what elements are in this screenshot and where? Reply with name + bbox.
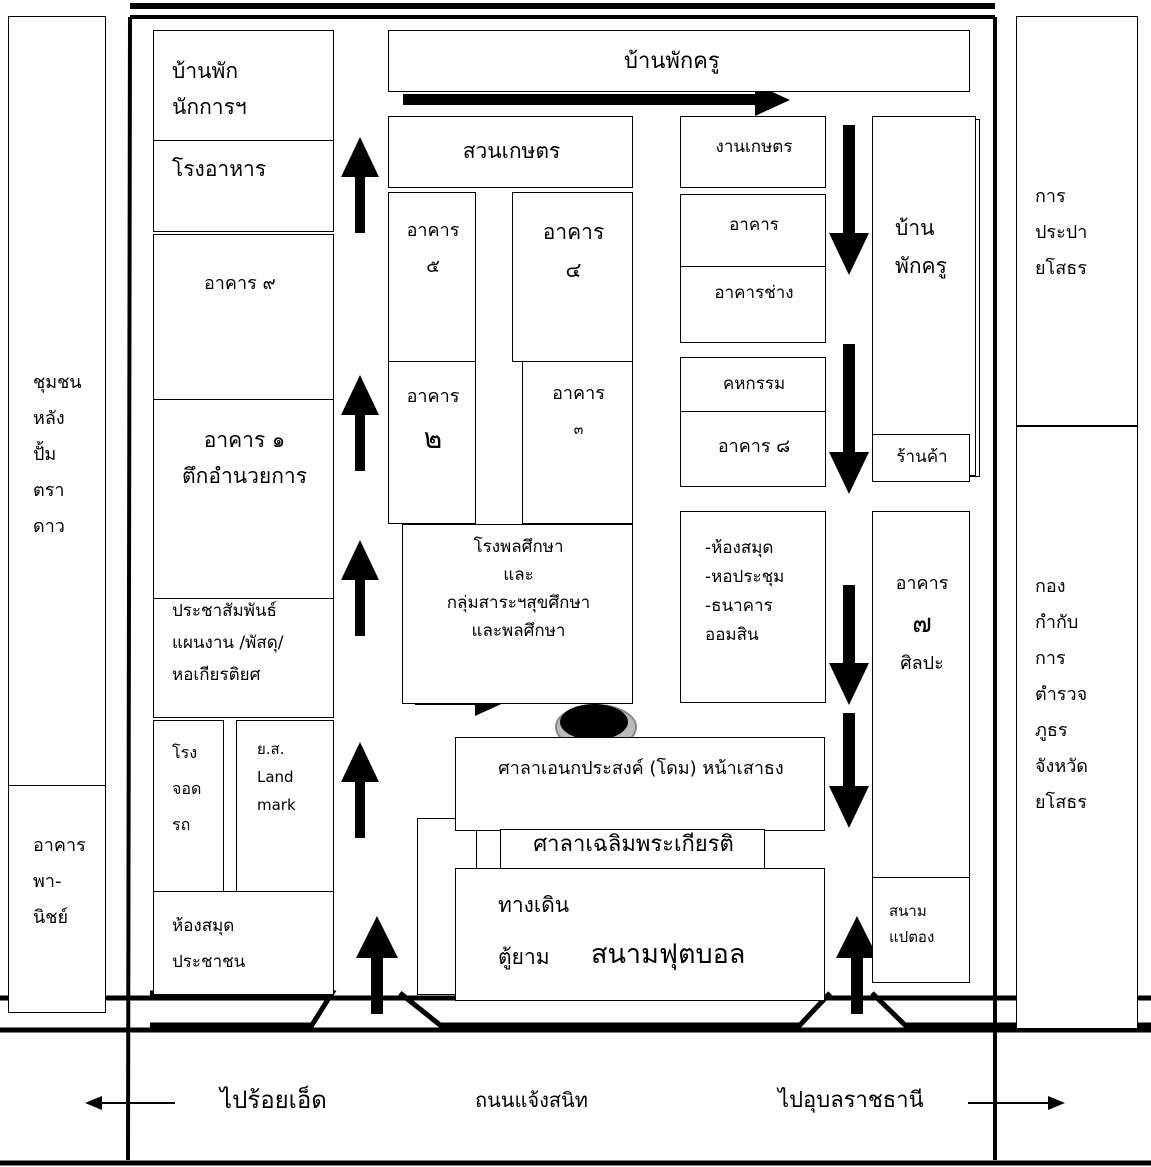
library-hall: -ห้องสมุด-หอประชุม-ธนาคารออมสิน: [680, 511, 826, 703]
shop-label: ร้านค้า: [896, 447, 948, 467]
canteen: โรงอาหาร: [153, 140, 334, 232]
police-label: กองกำกับการตำรวจภูธรจังหวัดยโสธร: [1035, 576, 1088, 813]
building-9: อาคาร ๙: [153, 234, 334, 400]
workshop: อาคารช่าง: [680, 266, 826, 343]
gym-label: โรงพลศึกษาและกลุ่มสาระฯสุขศึกษาและพลศึกษ…: [446, 537, 591, 641]
dome-hall-label: ศาลาเอนกประสงค์ (โดม) หน้าเสาธง: [498, 758, 784, 779]
public-library: ห้องสมุดประชาชน: [153, 891, 334, 995]
pr-office: ประชาสัมพันธ์แผนงาน /พัสดุ/หอเกียรติยศ: [153, 598, 334, 718]
workshop-label: อาคารช่าง: [714, 283, 794, 303]
parking: โรงจอดรถ: [153, 720, 224, 892]
staff-house-label: บ้านพักนักการฯ: [172, 59, 247, 119]
community-label: ชุมชนหลังปั้มตราดาว: [33, 372, 82, 537]
building-7-label: อาคาร๗ศิลปะ: [895, 573, 949, 674]
dome-hall: ศาลาเอนกประสงค์ (โดม) หน้าเสาธง: [455, 737, 825, 831]
takraw-court: สนามแปตอง: [872, 877, 970, 983]
staff-house: บ้านพักนักการฯ: [153, 30, 334, 141]
arrow-right-top: [403, 84, 790, 116]
building-unnamed: อาคาร: [680, 194, 826, 268]
building-4: อาคาร๔: [512, 192, 633, 362]
commerce-building: อาคารพา-นิชย์: [8, 785, 106, 1013]
agriculture-label: งานเกษตร: [715, 137, 793, 157]
commerce-label: อาคารพา-นิชย์: [33, 835, 86, 928]
teacher-house-top: บ้านพักครู: [388, 30, 970, 92]
arrow-down-group: [829, 125, 869, 828]
garden-label: สวนเกษตร: [462, 139, 561, 163]
building-9-label: อาคาร ๙: [204, 273, 276, 294]
teacher-house-right-label: บ้านพักครู: [895, 216, 947, 278]
agricultural-garden: สวนเกษตร: [388, 116, 633, 188]
road-left-direction: ไปร้อยเอ็ด: [220, 1086, 327, 1114]
home-ec-label: คหกรรม: [722, 374, 786, 394]
community-block: ชุมชนหลังปั้มตราดาว: [8, 16, 106, 786]
building-1-label: อาคาร ๑ตึกอำนวยการ: [182, 428, 307, 488]
building-3: อาคาร๓: [522, 361, 633, 524]
pavilion-label: ศาลาเฉลิมพระเกียรติ: [533, 832, 734, 857]
takraw-court-label: สนามแปตอง: [889, 902, 935, 946]
canteen-label: โรงอาหาร: [172, 157, 267, 181]
building-unnamed-label: อาคาร: [729, 215, 779, 235]
police-block-full: กองกำกับการตำรวจภูธรจังหวัดยโสธร: [1016, 426, 1138, 1029]
building-7: อาคาร๗ศิลปะ: [872, 511, 970, 883]
building-2: อาคาร๒: [388, 361, 476, 524]
public-library-label: ห้องสมุดประชาชน: [172, 916, 246, 972]
guard-booth-label: ตู้ยาม: [498, 945, 550, 969]
water-authority-label: การประปายโสธร: [1035, 186, 1088, 279]
building-3-label: อาคาร๓: [552, 383, 605, 438]
football-field-label: สนามฟุตบอล: [591, 939, 746, 970]
road-right-direction: ไปอุบลราชธานี: [778, 1088, 924, 1113]
building-8: อาคาร ๘: [680, 411, 826, 487]
agriculture-work: งานเกษตร: [680, 116, 826, 188]
shop: ร้านค้า: [872, 434, 970, 482]
water-authority-block: การประปายโสธร: [1016, 16, 1138, 426]
building-5-label: อาคาร๕: [406, 220, 460, 277]
building-8-label: อาคาร ๘: [717, 436, 791, 457]
building-2-label: อาคาร๒: [406, 386, 460, 455]
walkway-label: ทางเดิน: [498, 893, 570, 917]
pavilion: ศาลาเฉลิมพระเกียรติ: [500, 829, 765, 869]
gym: โรงพลศึกษาและกลุ่มสาระฯสุขศึกษาและพลศึกษ…: [402, 524, 633, 704]
teacher-house-top-label: บ้านพักครู: [624, 49, 720, 74]
parking-label: โรงจอดรถ: [172, 743, 202, 834]
road-name: ถนนแจ้งสนิท: [475, 1088, 588, 1112]
football-field: ทางเดิน ตู้ยาม สนามฟุตบอล: [455, 868, 825, 1001]
library-hall-label: -ห้องสมุด-หอประชุม-ธนาคารออมสิน: [705, 538, 785, 645]
building-4-label: อาคาร๔: [542, 220, 605, 282]
arrow-up-group: [341, 137, 878, 1014]
pr-office-label: ประชาสัมพันธ์แผนงาน /พัสดุ/หอเกียรติยศ: [172, 601, 284, 685]
building-1: อาคาร ๑ตึกอำนวยการ: [153, 399, 334, 599]
home-economics: คหกรรม: [680, 357, 826, 413]
teacher-house-right: บ้านพักครู: [872, 116, 976, 476]
